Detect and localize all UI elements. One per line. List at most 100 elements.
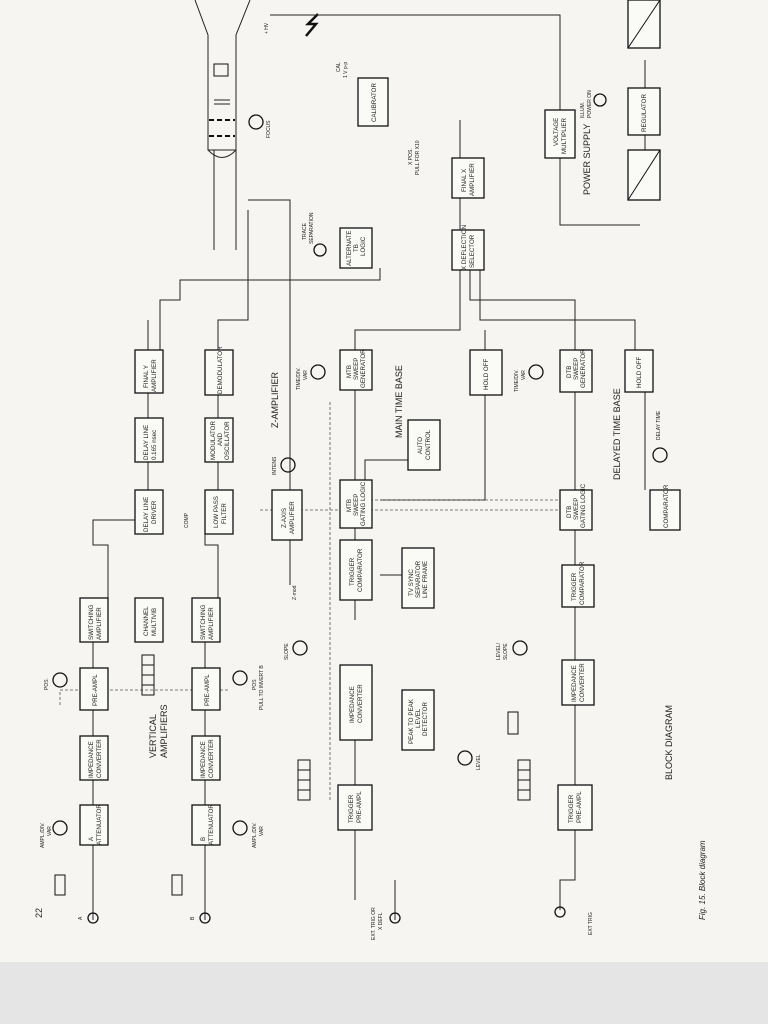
pos-b-knob: [232, 670, 248, 686]
block-alternate-tb-logic-line-1: ALTERNATE: [346, 230, 353, 266]
dashed-wiring: [59, 400, 560, 800]
block-dtb-gating-line-3: GATING LOGIC: [580, 483, 587, 528]
trace-separation-knob: [313, 243, 327, 257]
block-trigger-preampl-delayed-line-2: PRE-AMPL: [576, 791, 583, 823]
block-b-preampl: PRE-AMPL: [191, 667, 221, 711]
scanned-page: 22 BLOCK DIAGRAM Fig. 15. Block diagram …: [0, 0, 768, 962]
block-trigger-comparator-main-line-2: COMPARATOR: [357, 548, 364, 592]
pos-a-knob: [52, 672, 68, 688]
block-modulator-line-2: AND: [217, 432, 224, 446]
ext-trig-connector: [389, 912, 401, 924]
block-b-preampl-line-1: PRE-AMPL: [204, 674, 211, 706]
block-trigger-preampl-main: TRIGGER PRE-AMPL: [337, 784, 373, 831]
block-final-y: FINAL Y AMPLIFIER: [134, 349, 164, 394]
block-a-impedance-line-2: CONVERTER: [96, 739, 103, 778]
ext-trig-delayed-connector: [554, 906, 566, 918]
block-delay-line-line-2: 0.165 nsec: [151, 430, 158, 460]
block-tv-sync: TV SYNC SEPARATOR LINE FRAME: [401, 547, 435, 609]
block-mtb-sweep-generator-line-2: SWEEP: [353, 358, 360, 380]
ampl-div-a-label-2: VAR: [47, 826, 53, 836]
timediv-delayed-knob: [528, 364, 544, 380]
z-amplifier-heading: Z-AMPLIFIER: [270, 371, 280, 428]
ext-trig-delayed-label: EXT TRIG: [588, 912, 594, 935]
block-b-switching-line-1: SWITCHING: [200, 604, 207, 640]
power-on-knob: [593, 93, 607, 107]
block-final-x-line-1: FINAL X: [461, 169, 468, 192]
vertical-amplifiers-heading-2: AMPLIFIERS: [159, 704, 169, 758]
block-calibrator-line-1: CALIBRATOR: [371, 83, 378, 122]
block-mtb-sweep-generator-line-1: MTB: [346, 365, 353, 378]
timediv-main-label-1: TIME/DIV.: [296, 367, 302, 390]
block-channel-multivib-line-1: CHANNEL: [143, 606, 150, 636]
trace-separation-label-2: SEPARATION: [309, 212, 315, 244]
block-z-axis-amplifier-line-2: AMPLIFIER: [289, 501, 296, 534]
x-pos-label-2: PULL FOR X10: [415, 140, 421, 175]
block-hold-off-delayed-line-1: HOLD OFF: [636, 356, 643, 388]
block-delay-line: DELAY LINE 0.165 nsec: [134, 417, 164, 463]
block-impedance-delayed-line-2: CONVERTER: [579, 663, 586, 702]
block-a-attenuator: A ATTENUATOR: [79, 804, 109, 846]
pos-b-label-1: POS: [252, 679, 258, 690]
block-mtb-sweep-generator-line-3: GENERATOR: [360, 349, 367, 388]
timediv-delayed-label-1: TIME/DIV.: [514, 369, 520, 392]
block-mtb-gating: MTB SWEEP GATING LOGIC: [339, 479, 373, 529]
switch-strips: [54, 654, 531, 896]
trace-separation-label-1: TRACE: [302, 222, 308, 240]
level-slope-label-2: SLOPE: [503, 643, 509, 660]
block-hold-off-main-line-1: HOLD OFF: [483, 358, 490, 390]
delay-time-label: DELAY TIME: [656, 410, 662, 440]
ampl-div-a-knob: [52, 820, 68, 836]
block-delay-line-line-1: DELAY LINE: [143, 425, 150, 460]
block-modulator-line-1: MODULATOR: [210, 421, 217, 460]
block-low-pass: LOW PASS FILTER: [204, 489, 234, 535]
block-calibrator: CALIBRATOR: [357, 77, 389, 127]
block-b-impedance-line-2: CONVERTER: [208, 739, 215, 778]
block-delay-line-driver-line-1: DELAY LINE: [143, 497, 150, 532]
level-slope-knob: [512, 640, 528, 656]
block-trigger-preampl-delayed-line-1: TRIGGER: [568, 794, 575, 823]
block-auto-control-line-2: CONTROL: [425, 429, 432, 460]
block-regulator: REGULATOR: [627, 87, 661, 136]
focus-label: FOCUS: [266, 120, 272, 138]
block-a-attenuator-line-1: A: [88, 836, 95, 841]
block-b-impedance-line-1: IMPEDANCE: [200, 741, 207, 778]
high-voltage-label: + HV: [264, 22, 270, 34]
block-tv-sync-line-1: TV SYNC: [408, 569, 415, 596]
slope-knob: [292, 640, 308, 656]
block-voltage-multiplier: VOLTAGE MULTIPLIER: [544, 109, 576, 159]
block-z-axis-amplifier-line-1: Z-AXIS: [281, 508, 288, 528]
input-b-connector: [199, 912, 211, 924]
input-a-label: A: [78, 916, 84, 920]
x-pos-label-1: X POS.: [408, 148, 414, 165]
block-a-attenuator-line-2: ATTENUATOR: [96, 804, 103, 845]
ext-trig-label-1: EXT. TRIG OR: [371, 907, 377, 940]
block-a-impedance-line-1: IMPEDANCE: [88, 741, 95, 778]
ampl-div-b-knob: [232, 820, 248, 836]
block-b-switching: SWITCHING AMPLIFIER: [191, 597, 221, 643]
level-slope-label-1: LEVEL/: [496, 642, 502, 660]
block-a-impedance: IMPEDANCE CONVERTER: [79, 735, 109, 781]
comp-label: COMP: [184, 512, 190, 528]
block-low-pass-line-1: LOW PASS: [213, 496, 220, 528]
block-auto-control-line-1: AUTO: [417, 437, 424, 454]
block-impedance-main: IMPEDANCE CONVERTER: [339, 664, 373, 741]
focus-knob: [248, 114, 264, 130]
ampl-div-b-label-2: VAR: [259, 826, 265, 836]
block-b-attenuator: B ATTENUATOR: [191, 804, 221, 846]
main-time-base-heading: MAIN TIME BASE: [394, 365, 404, 438]
power-supply-blocks: [627, 0, 661, 201]
block-trigger-comparator-delayed: TRIGGER COMPARATOR: [561, 561, 595, 608]
vertical-amplifiers-heading-1: VERTICAL: [148, 714, 158, 758]
block-hold-off-delayed: HOLD OFF: [624, 349, 654, 393]
level-knob: [457, 750, 473, 766]
block-channel-multivib: CHANNEL MULTIVIB: [134, 597, 164, 643]
block-x-deflection-selector-line-2: SELECTOR: [469, 234, 476, 268]
block-peak-detector-line-3: DETECTOR: [422, 702, 429, 736]
delay-time-knob: [652, 447, 668, 463]
block-a-preampl-line-1: PRE-AMPL: [92, 674, 99, 706]
block-diagram-heading: BLOCK DIAGRAM: [664, 705, 674, 780]
block-delay-line-driver-line-2: DRIVER: [151, 500, 158, 524]
block-comparator-delayed: COMPARATOR: [649, 484, 681, 531]
delayed-time-base-heading: DELAYED TIME BASE: [612, 388, 622, 480]
block-b-impedance: IMPEDANCE CONVERTER: [191, 735, 221, 781]
